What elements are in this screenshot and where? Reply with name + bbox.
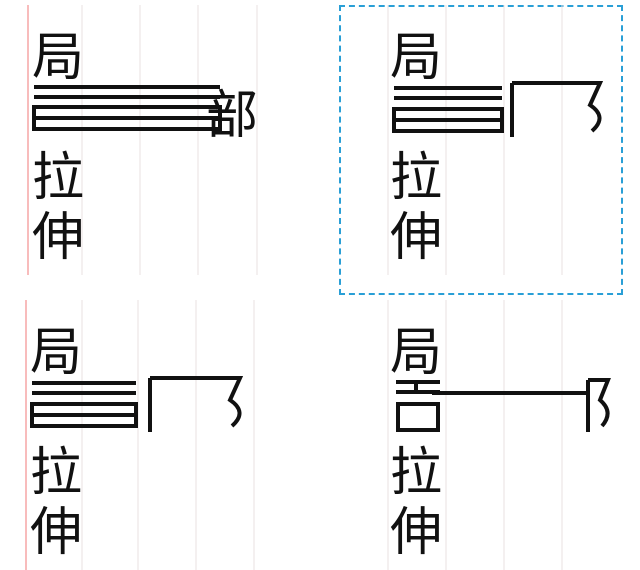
glyph-top: 局 bbox=[30, 323, 82, 383]
glyph-canvas: 局 拉 伸 bbox=[387, 300, 611, 570]
glyph-lower: 拉 bbox=[30, 443, 82, 503]
panel-bottom-right: 局 拉 伸 bbox=[342, 300, 640, 570]
panel-top-left: 局 部 拉 伸 bbox=[10, 5, 310, 275]
panel-top-right[interactable]: 局 拉 伸 bbox=[339, 5, 640, 295]
stretched-radical bbox=[30, 376, 244, 432]
glyph-canvas: 局 拉 伸 bbox=[387, 5, 604, 275]
glyph-top: 局 bbox=[390, 323, 442, 383]
glyph-canvas: 局 部 拉 伸 bbox=[27, 5, 258, 275]
panel-bottom-left: 局 拉 伸 bbox=[10, 300, 310, 570]
glyph-bottom: 伸 bbox=[30, 503, 82, 563]
glyph-top: 局 bbox=[32, 28, 84, 88]
glyph-top: 局 bbox=[390, 28, 442, 88]
glyph-lower: 拉 bbox=[32, 148, 84, 208]
selection-frame bbox=[339, 5, 623, 295]
glyph-middle-right: 部 bbox=[206, 86, 258, 146]
glyph-lower: 拉 bbox=[390, 443, 442, 503]
stretched-radical bbox=[396, 378, 611, 432]
glyph-bottom: 伸 bbox=[32, 208, 84, 268]
stretched-radical bbox=[32, 85, 222, 131]
glyph-bottom: 伸 bbox=[390, 503, 442, 563]
glyph-bottom: 伸 bbox=[390, 208, 442, 268]
stretched-radical bbox=[392, 81, 604, 137]
glyph-canvas: 局 拉 伸 bbox=[25, 300, 255, 570]
glyph-lower: 拉 bbox=[390, 148, 442, 208]
